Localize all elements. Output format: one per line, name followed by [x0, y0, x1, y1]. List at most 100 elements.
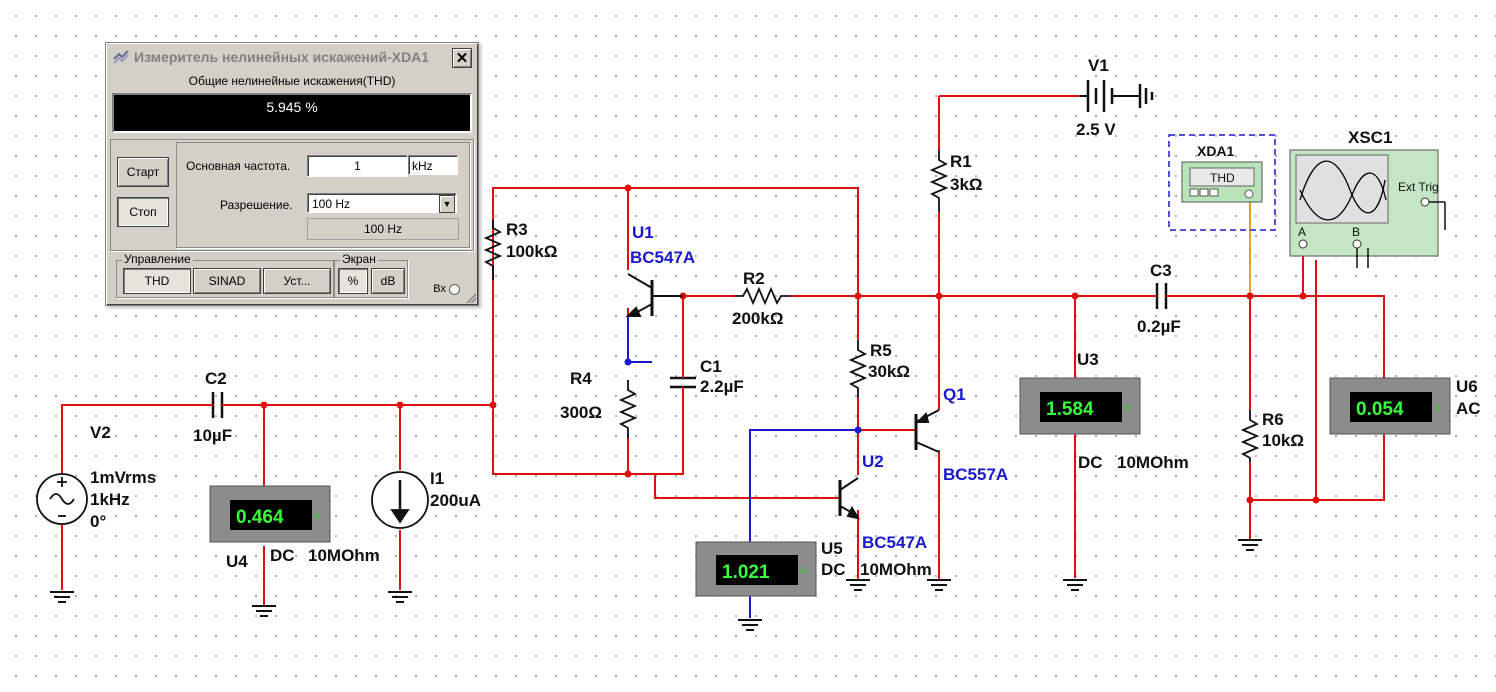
- xda1-instrument[interactable]: XDA1 THD: [1168, 134, 1276, 231]
- svg-text:R5: R5: [870, 341, 892, 360]
- db-display-button[interactable]: dB: [371, 268, 405, 294]
- svg-text:3kΩ: 3kΩ: [950, 175, 983, 194]
- svg-text:0°: 0°: [90, 512, 106, 531]
- chevron-down-icon[interactable]: ▼: [439, 195, 455, 213]
- thd-value: 5.945 %: [266, 99, 318, 115]
- meter-u5[interactable]: 1.021 V: [695, 541, 817, 597]
- settings-button[interactable]: Уст...: [263, 268, 331, 294]
- thd-readout: 5.945 %: [112, 93, 472, 133]
- svg-text:10kΩ: 10kΩ: [1262, 431, 1304, 450]
- parameters-panel: [176, 142, 470, 248]
- svg-text:V: V: [1124, 403, 1131, 414]
- svg-text:10MOhm: 10MOhm: [860, 560, 932, 579]
- svg-text:1.584: 1.584: [1046, 399, 1094, 420]
- transistor-u2-symbol[interactable]: [838, 477, 861, 520]
- svg-text:U3: U3: [1077, 350, 1099, 369]
- svg-text:V: V: [800, 566, 807, 577]
- red-wires[interactable]: [61, 95, 1385, 605]
- svg-text:C1: C1: [700, 357, 722, 376]
- frequency-unit: kHz: [412, 159, 433, 173]
- svg-text:AC: AC: [1456, 399, 1481, 418]
- svg-text:Ext Trig: Ext Trig: [1398, 180, 1439, 194]
- frequency-unit-field[interactable]: kHz: [408, 155, 458, 175]
- svg-text:Q1: Q1: [943, 385, 966, 404]
- svg-text:R1: R1: [950, 152, 972, 171]
- svg-text:30kΩ: 30kΩ: [868, 362, 910, 381]
- resistor-symbols[interactable]: [483, 150, 1260, 462]
- svg-text:10MOhm: 10MOhm: [308, 546, 380, 565]
- svg-text:U6: U6: [1456, 377, 1478, 396]
- close-icon: ✕: [455, 49, 469, 67]
- svg-text:DC: DC: [821, 560, 846, 579]
- svg-text:0.464: 0.464: [236, 507, 284, 528]
- start-button[interactable]: Старт: [117, 157, 169, 187]
- svg-text:U4: U4: [226, 552, 248, 571]
- display-group-label: Экран: [340, 252, 378, 266]
- ground-symbols: [50, 539, 1262, 631]
- transistor-u1-symbol[interactable]: [625, 273, 683, 317]
- thd-caption: Общие нелинейные искажения(THD): [188, 74, 396, 88]
- svg-text:V2: V2: [90, 423, 111, 442]
- svg-text:THD: THD: [1210, 171, 1235, 185]
- transistor-q1-symbol[interactable]: [914, 409, 940, 453]
- fundamental-frequency-value: 1: [354, 159, 361, 173]
- svg-text:2.2µF: 2.2µF: [700, 377, 744, 396]
- svg-text:R3: R3: [506, 220, 528, 239]
- junctions: [260, 184, 1320, 504]
- component-labels: V1 2.5 V R1 3kΩ R2 200kΩ R3 100kΩ R4 300…: [90, 56, 1481, 579]
- svg-text:U1: U1: [632, 223, 654, 242]
- current-source-i1-symbol[interactable]: [371, 471, 429, 529]
- thd-mode-button[interactable]: THD: [123, 268, 191, 294]
- control-group-label: Управление: [122, 252, 193, 266]
- svg-text:10µF: 10µF: [193, 426, 232, 445]
- ac-source-v2-symbol[interactable]: [36, 473, 88, 525]
- percent-display-button[interactable]: %: [338, 268, 368, 294]
- svg-text:BC547A: BC547A: [862, 533, 927, 552]
- resolution-selected: 100 Hz: [312, 197, 351, 211]
- svg-text:200kΩ: 200kΩ: [732, 309, 783, 328]
- analyzer-app-icon: [113, 50, 129, 64]
- meter-u4[interactable]: 0.464 V: [209, 485, 331, 543]
- svg-text:BC547A: BC547A: [630, 248, 695, 267]
- svg-text:300Ω: 300Ω: [560, 403, 602, 422]
- svg-text:2.5 V: 2.5 V: [1076, 120, 1116, 139]
- meter-u6[interactable]: 0.054 V: [1329, 377, 1451, 435]
- meter-u3[interactable]: 1.584 V: [1019, 377, 1141, 435]
- close-button[interactable]: ✕: [452, 48, 472, 68]
- resolution-select[interactable]: 100 Hz ▼: [307, 193, 457, 213]
- terminal-icon: [449, 283, 460, 295]
- xsc1-oscilloscope[interactable]: XSC1 Ext Trig A B: [1289, 128, 1446, 268]
- sinad-mode-button[interactable]: SINAD: [193, 268, 261, 294]
- resolution-readout: 100 Hz: [307, 218, 459, 240]
- settings-panel: [110, 139, 474, 251]
- svg-text:200uA: 200uA: [430, 491, 481, 510]
- svg-text:U5: U5: [821, 539, 843, 558]
- svg-text:V1: V1: [1088, 56, 1109, 75]
- resolution-label: Разрешение.: [220, 198, 293, 212]
- svg-text:1.021: 1.021: [722, 562, 770, 583]
- svg-text:C2: C2: [205, 369, 227, 388]
- svg-text:DC: DC: [270, 546, 295, 565]
- svg-text:1mVrms: 1mVrms: [90, 468, 156, 487]
- input-terminal[interactable]: Вх: [433, 283, 460, 295]
- distortion-analyzer-window[interactable]: Измеритель нелинейных искажений-XDA1 ✕ О…: [105, 42, 479, 306]
- svg-text:U2: U2: [862, 452, 884, 471]
- svg-text:XSC1: XSC1: [1348, 128, 1392, 147]
- window-titlebar[interactable]: Измеритель нелинейных искажений-XDA1 ✕: [109, 46, 475, 68]
- svg-text:0.054: 0.054: [1356, 399, 1404, 420]
- svg-text:B: B: [1352, 225, 1360, 239]
- stop-button[interactable]: Стоп: [117, 197, 169, 227]
- svg-text:DC: DC: [1078, 453, 1103, 472]
- svg-text:0.2µF: 0.2µF: [1137, 317, 1181, 336]
- resize-grip-icon[interactable]: [466, 293, 476, 303]
- svg-text:BC557A: BC557A: [943, 465, 1008, 484]
- battery-v1-symbol[interactable]: [1080, 80, 1154, 112]
- blue-wires[interactable]: [627, 316, 858, 618]
- fundamental-frequency-label: Основная частота.: [186, 159, 291, 173]
- svg-text:XDA1: XDA1: [1197, 143, 1235, 159]
- input-terminal-label: Вх: [433, 283, 446, 295]
- fundamental-frequency-input[interactable]: 1: [307, 155, 408, 177]
- svg-text:R2: R2: [743, 269, 765, 288]
- svg-text:R4: R4: [570, 369, 592, 388]
